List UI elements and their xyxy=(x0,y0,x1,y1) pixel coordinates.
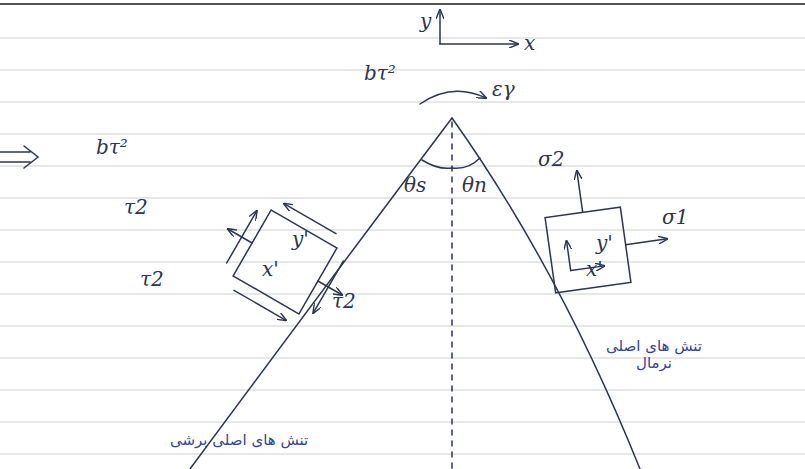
y-axis xyxy=(439,10,441,44)
stress-label: bτ² xyxy=(364,62,396,84)
note-text: تنش های اصلی نرمال xyxy=(606,338,702,371)
shear-element xyxy=(203,186,367,339)
stress-label: σ2 xyxy=(538,148,564,170)
angle-label: θn xyxy=(462,174,487,196)
angle-label: θs xyxy=(404,174,426,196)
local-axis-label: x' xyxy=(262,258,279,280)
angle-arc xyxy=(452,158,480,168)
right-face xyxy=(452,118,640,469)
normal-element xyxy=(539,160,672,293)
x-axis xyxy=(440,43,518,45)
angle-arc xyxy=(422,160,452,168)
rotation-arrow xyxy=(420,91,486,104)
rotation-label: εγ xyxy=(492,78,515,100)
left-face xyxy=(190,118,452,469)
local-axis-label: y' xyxy=(292,228,309,250)
paper-rules xyxy=(0,4,805,454)
stress-label: bτ² xyxy=(96,136,128,158)
axis-label: y xyxy=(420,10,431,32)
implies-arrow xyxy=(0,146,38,168)
stress-label: σ1 xyxy=(662,206,688,228)
stress-label: τ2 xyxy=(124,196,148,218)
center-line xyxy=(451,122,453,469)
stress-label: τ2 xyxy=(140,268,164,290)
local-axis-label: x' xyxy=(586,258,603,280)
axis-label: x xyxy=(524,32,535,54)
note-text: تنش های اصلی برشی xyxy=(170,432,308,449)
local-axis-label: y' xyxy=(596,232,613,254)
stress-label: τ2 xyxy=(332,290,356,312)
